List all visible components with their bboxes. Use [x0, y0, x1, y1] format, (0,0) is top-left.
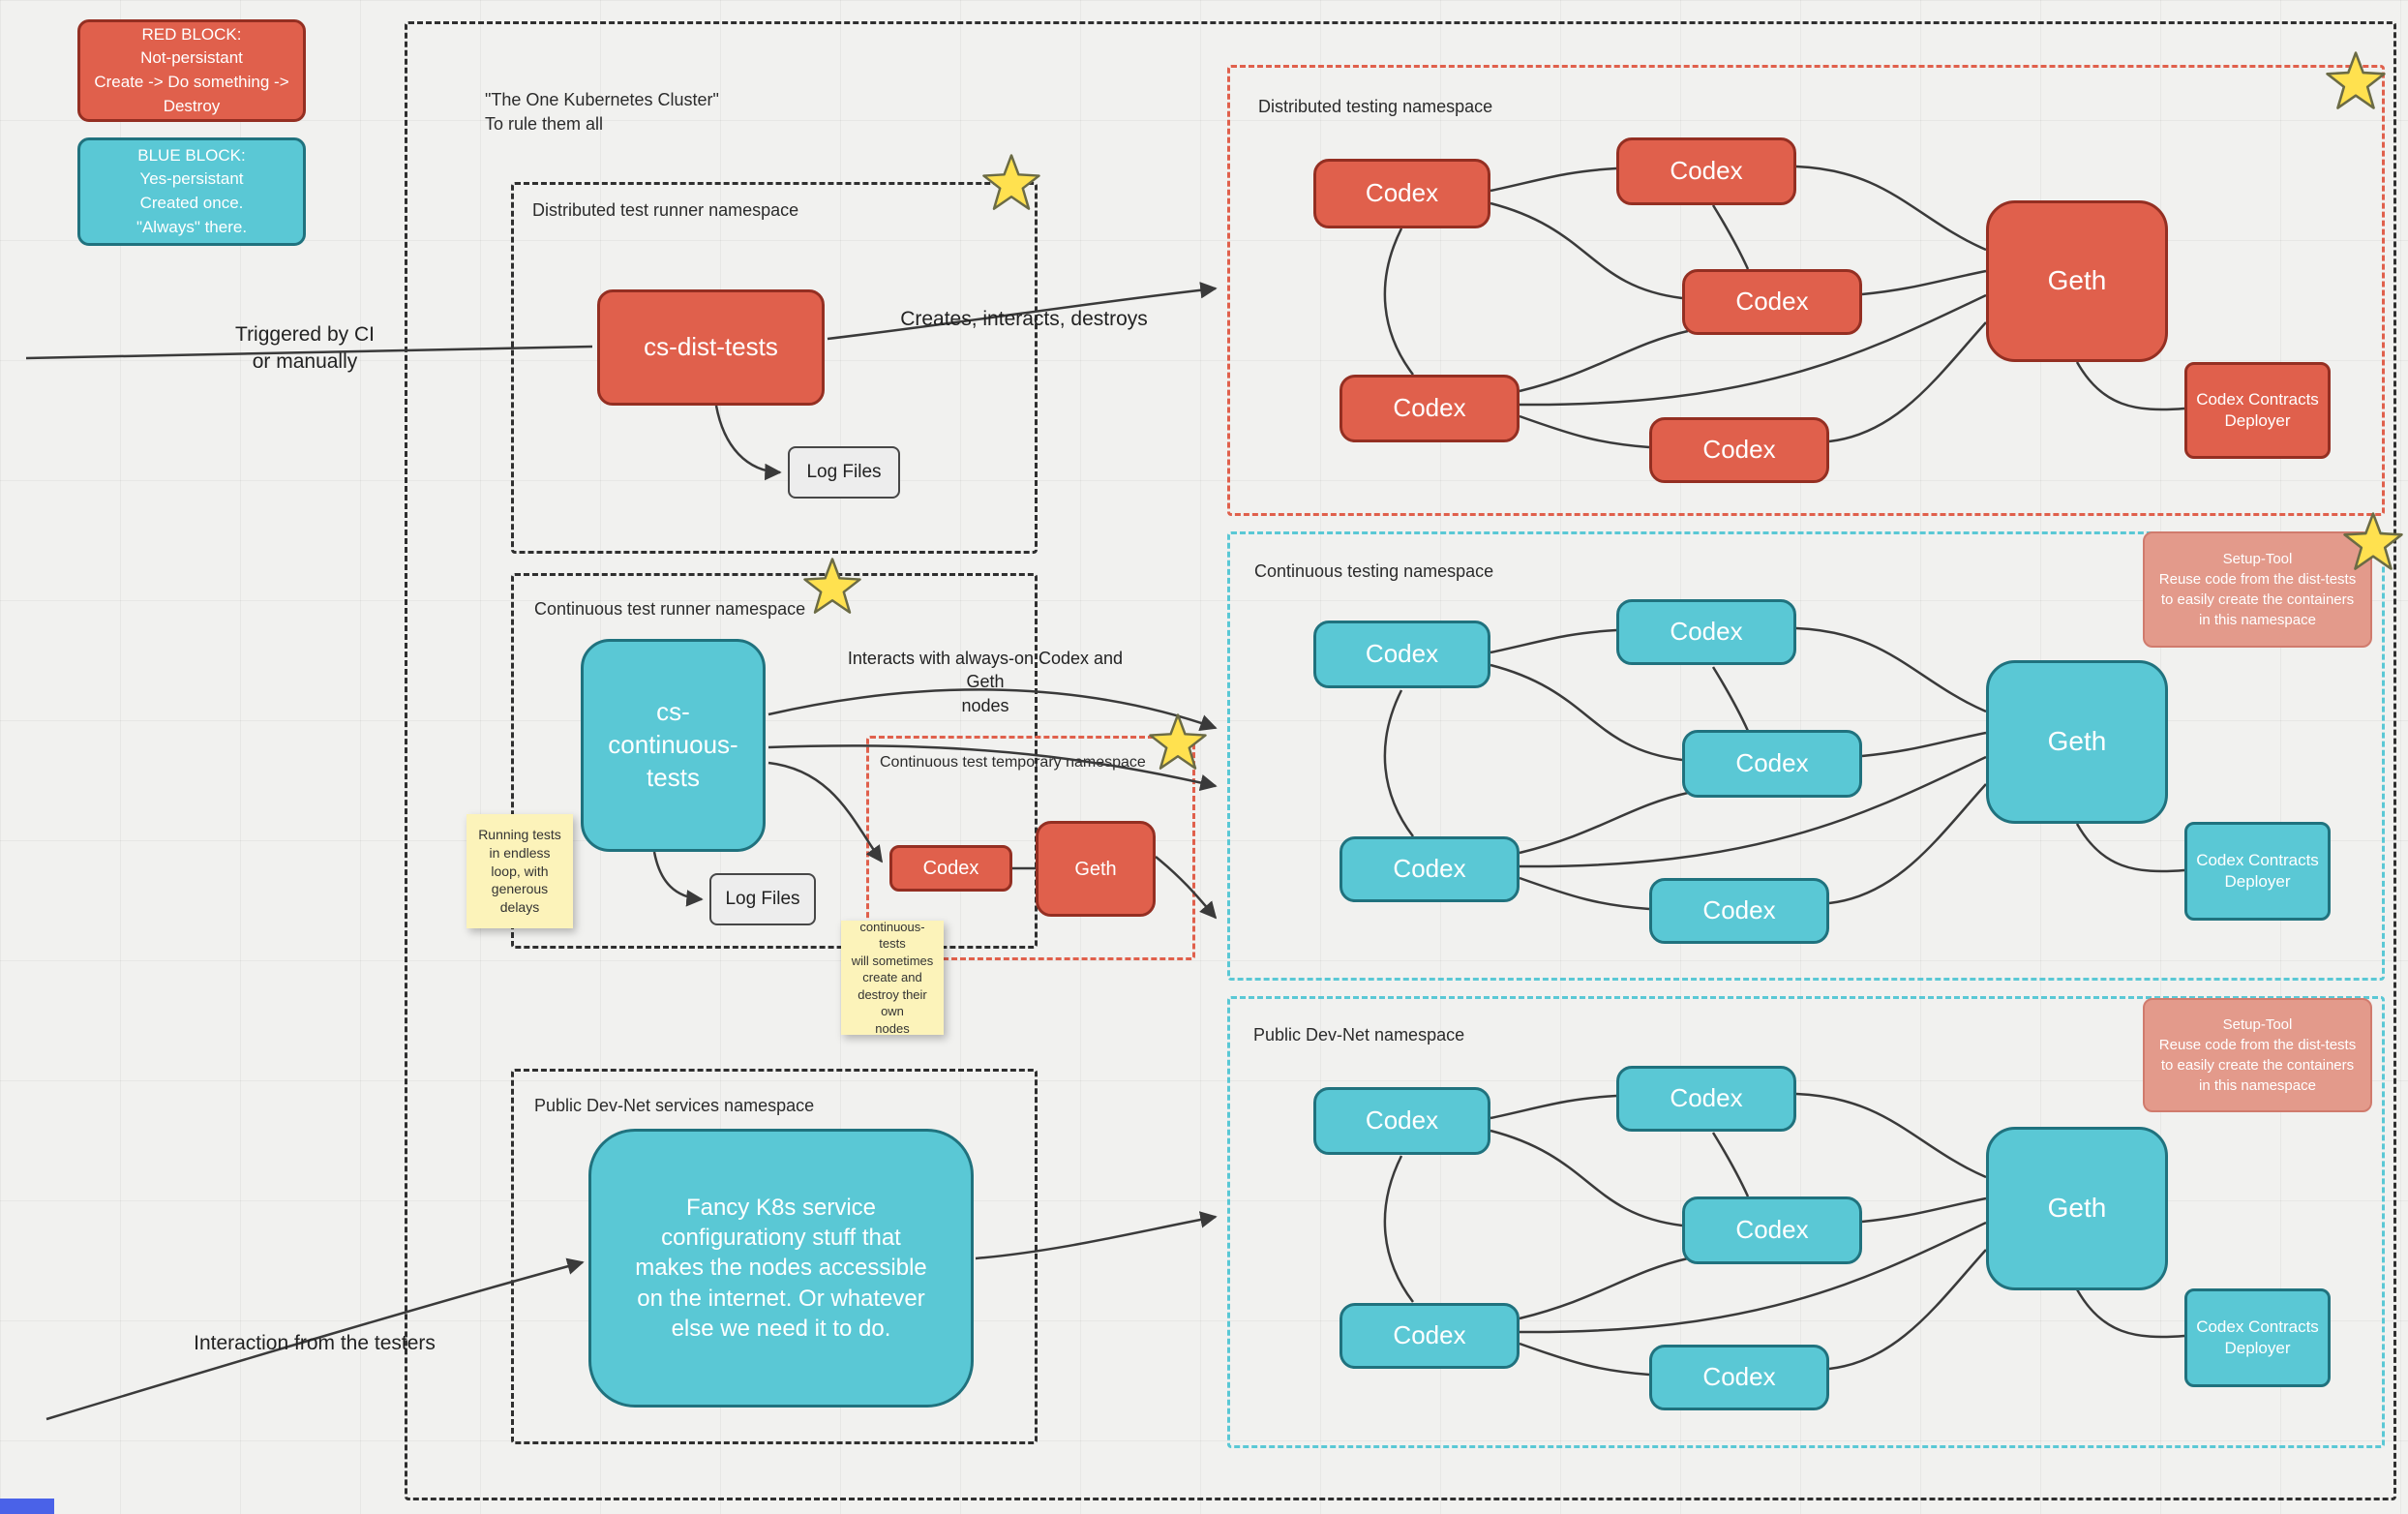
setup-tool-text: Setup-Tool Reuse code from the dist-test…	[2158, 1016, 2357, 1094]
namespace-label: Continuous test runner namespace	[534, 599, 806, 619]
log-files-label: Log Files	[806, 461, 882, 482]
cs-continuous-tests-label: cs- continuous- tests	[608, 697, 738, 792]
codex-node[interactable]: Codex	[889, 845, 1012, 892]
annotation-interaction-from-testers[interactable]: Interaction from the testers	[194, 1332, 436, 1354]
legend-blue-block[interactable]: BLUE BLOCK: Yes-persistant Created once.…	[77, 137, 306, 246]
canvas-corner-accent	[0, 1499, 54, 1514]
geth-node[interactable]: Geth	[1986, 660, 2168, 824]
annotation-interacts-always-on[interactable]: Interacts with always-on Codex and Geth …	[847, 649, 1124, 715]
codex-node-label: Codex	[1735, 748, 1809, 778]
codex-node[interactable]: Codex	[1616, 137, 1796, 205]
codex-node[interactable]: Codex	[1649, 878, 1829, 944]
log-files-node[interactable]: Log Files	[709, 873, 816, 925]
sticky-note-text: continuous-tests will sometimes create a…	[851, 919, 934, 1036]
public-devnet-namespace-box[interactable]: Public Dev-Net namespace	[1227, 996, 2385, 1448]
cs-continuous-tests-node[interactable]: cs- continuous- tests	[581, 639, 766, 852]
namespace-label: Continuous test temporary namespace	[880, 754, 1146, 771]
codex-node-label: Codex	[1702, 1362, 1776, 1392]
star-icon[interactable]	[802, 557, 862, 617]
star-icon[interactable]	[2325, 50, 2387, 112]
distributed-test-runner-namespace-box[interactable]: Distributed test runner namespace	[511, 182, 1038, 554]
codex-node-label: Codex	[922, 858, 979, 879]
geth-node-label: Geth	[1074, 858, 1117, 880]
codex-node[interactable]: Codex	[1313, 621, 1490, 688]
geth-node[interactable]: Geth	[1986, 1127, 2168, 1290]
codex-node-label: Codex	[1670, 1083, 1743, 1113]
namespace-label: Public Dev-Net namespace	[1253, 1025, 1465, 1045]
codex-node[interactable]: Codex	[1339, 836, 1520, 902]
star-icon[interactable]	[2342, 511, 2404, 573]
log-files-node[interactable]: Log Files	[788, 446, 900, 499]
deployer-node-label: Codex Contracts Deployer	[2196, 1317, 2319, 1357]
codex-node[interactable]: Codex	[1313, 159, 1490, 228]
sticky-note-continuous-tests[interactable]: continuous-tests will sometimes create a…	[841, 919, 944, 1036]
distributed-testing-namespace-box[interactable]: Distributed testing namespace	[1227, 65, 2385, 516]
fancy-k8s-service-node[interactable]: Fancy K8s service configurationy stuff t…	[588, 1129, 974, 1408]
codex-node[interactable]: Codex	[1682, 730, 1862, 798]
namespace-label: Continuous testing namespace	[1254, 561, 1494, 581]
annotation-triggered-by-ci[interactable]: Triggered by CI or manually	[235, 323, 375, 374]
geth-node-label: Geth	[2047, 726, 2107, 757]
codex-node[interactable]: Codex	[1649, 1345, 1829, 1410]
codex-contracts-deployer-node[interactable]: Codex Contracts Deployer	[2184, 362, 2331, 459]
kubernetes-cluster-box[interactable]: "The One Kubernetes Cluster" To rule the…	[405, 21, 2396, 1500]
codex-node-label: Codex	[1670, 156, 1743, 186]
geth-node[interactable]: Geth	[1036, 821, 1156, 917]
namespace-label: Distributed testing namespace	[1258, 97, 1493, 116]
codex-node[interactable]: Codex	[1616, 599, 1796, 665]
sticky-note-text: Running tests in endless loop, with gene…	[478, 826, 561, 916]
geth-node-label: Geth	[2047, 265, 2107, 296]
geth-node[interactable]: Geth	[1986, 200, 2168, 362]
codex-contracts-deployer-node[interactable]: Codex Contracts Deployer	[2184, 822, 2331, 921]
codex-node[interactable]: Codex	[1649, 417, 1829, 483]
codex-contracts-deployer-node[interactable]: Codex Contracts Deployer	[2184, 1288, 2331, 1387]
codex-node-label: Codex	[1735, 1215, 1809, 1245]
star-icon[interactable]	[1148, 712, 1208, 772]
codex-node-label: Codex	[1365, 1105, 1439, 1136]
codex-node-label: Codex	[1702, 435, 1776, 465]
namespace-label: Distributed test runner namespace	[532, 200, 799, 220]
star-icon[interactable]	[981, 153, 1041, 213]
codex-node-label: Codex	[1670, 617, 1743, 647]
setup-tool-note[interactable]: Setup-Tool Reuse code from the dist-test…	[2143, 998, 2372, 1112]
deployer-node-label: Codex Contracts Deployer	[2196, 389, 2319, 430]
codex-node[interactable]: Codex	[1339, 1303, 1520, 1369]
codex-node[interactable]: Codex	[1682, 1196, 1862, 1264]
legend-red-label: RED BLOCK: Not-persistant Create -> Do s…	[94, 24, 289, 115]
log-files-label: Log Files	[725, 888, 800, 909]
setup-tool-note[interactable]: Setup-Tool Reuse code from the dist-test…	[2143, 531, 2372, 648]
legend-red-block[interactable]: RED BLOCK: Not-persistant Create -> Do s…	[77, 19, 306, 122]
codex-node-label: Codex	[1702, 895, 1776, 925]
codex-node-label: Codex	[1393, 854, 1466, 884]
geth-node-label: Geth	[2047, 1193, 2107, 1224]
deployer-node-label: Codex Contracts Deployer	[2196, 850, 2319, 891]
codex-node[interactable]: Codex	[1313, 1087, 1490, 1155]
codex-node[interactable]: Codex	[1682, 269, 1862, 335]
codex-node[interactable]: Codex	[1339, 375, 1520, 442]
annotation-creates-interacts-destroys[interactable]: Creates, interacts, destroys	[900, 308, 1148, 330]
codex-node-label: Codex	[1735, 287, 1809, 317]
setup-tool-text: Setup-Tool Reuse code from the dist-test…	[2158, 551, 2357, 628]
codex-node-label: Codex	[1393, 1320, 1466, 1350]
fancy-k8s-service-label: Fancy K8s service configurationy stuff t…	[635, 1195, 927, 1342]
sticky-note-running-tests[interactable]: Running tests in endless loop, with gene…	[467, 814, 573, 928]
codex-node[interactable]: Codex	[1616, 1066, 1796, 1132]
continuous-testing-namespace-box[interactable]: Continuous testing namespace	[1227, 531, 2385, 981]
cs-dist-tests-node[interactable]: cs-dist-tests	[597, 289, 825, 406]
codex-node-label: Codex	[1365, 639, 1439, 669]
cluster-title: "The One Kubernetes Cluster" To rule the…	[485, 90, 719, 135]
cs-dist-tests-label: cs-dist-tests	[644, 332, 778, 362]
codex-node-label: Codex	[1393, 393, 1466, 423]
namespace-label: Public Dev-Net services namespace	[534, 1096, 815, 1115]
legend-blue-label: BLUE BLOCK: Yes-persistant Created once.…	[135, 145, 248, 236]
codex-node-label: Codex	[1365, 178, 1439, 208]
